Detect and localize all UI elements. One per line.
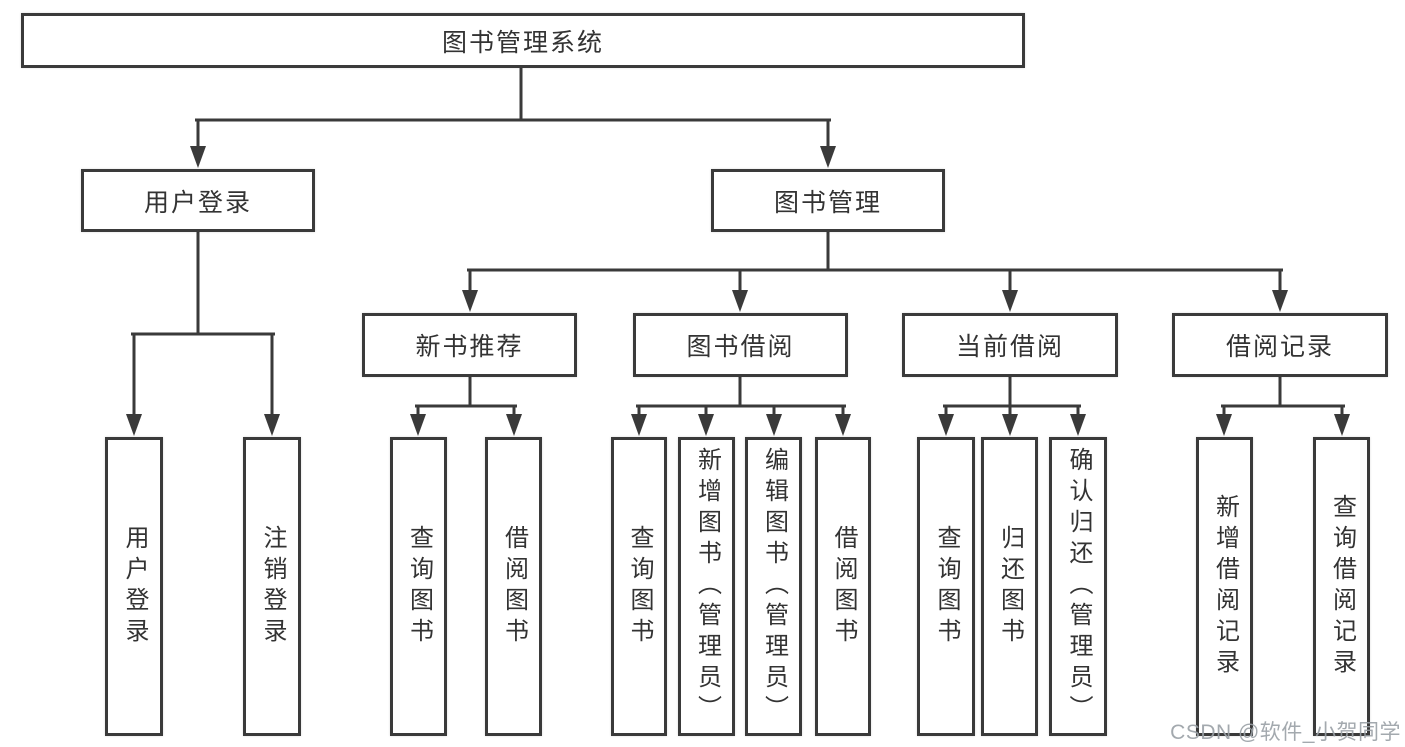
leaf-add-borrow-record-label: 新增借阅记录 (1211, 493, 1239, 680)
leaf-query-books-borrowing: 查询图书 (611, 437, 667, 736)
node-current-borrowing-label: 当前借阅 (955, 333, 1064, 361)
leaf-query-books-current: 查询图书 (917, 437, 975, 736)
leaf-user-login-label: 用户登录 (121, 524, 148, 649)
node-new-book-recommendation-label: 新书推荐 (415, 333, 524, 361)
leaf-query-books-borrowing-label: 查询图书 (626, 524, 653, 649)
leaf-borrow-books-recommend-label: 借阅图书 (500, 524, 528, 649)
leaf-query-borrow-record-label: 查询借阅记录 (1328, 493, 1356, 680)
node-book-borrowing: 图书借阅 (633, 313, 848, 377)
leaf-add-books-admin: 新增图书（管理员） (678, 437, 735, 736)
leaf-confirm-return-admin: 确认归还（管理员） (1049, 437, 1107, 736)
connector-borrow-records-children (1221, 375, 1345, 418)
leaf-borrow-books-recommend: 借阅图书 (485, 437, 542, 736)
connector-new-book-rec-children (415, 375, 517, 418)
node-borrowing-records: 借阅记录 (1172, 313, 1388, 377)
node-book-management-label: 图书管理 (773, 188, 882, 217)
leaf-query-borrow-record: 查询借阅记录 (1313, 437, 1370, 736)
leaf-confirm-return-admin-label: 确认归还（管理员） (1065, 447, 1092, 726)
node-user-login-label: 用户登录 (143, 188, 252, 217)
leaf-query-books-current-label: 查询图书 (933, 524, 960, 649)
leaf-logout-label: 注销登录 (259, 524, 286, 649)
connector-user-login-children (131, 230, 275, 418)
leaf-add-books-admin-label: 新增图书（管理员） (693, 447, 721, 726)
node-borrowing-records-label: 借阅记录 (1225, 333, 1334, 361)
node-user-login: 用户登录 (81, 169, 315, 232)
leaf-return-books-label: 归还图书 (996, 524, 1024, 649)
leaf-edit-books-admin-label: 编辑图书（管理员） (760, 447, 788, 726)
csdn-watermark: CSDN @软件_小贺同学 (1170, 721, 1401, 744)
leaf-edit-books-admin: 编辑图书（管理员） (745, 437, 802, 736)
connector-current-borrow-children (943, 375, 1081, 418)
leaf-add-borrow-record: 新增借阅记录 (1196, 437, 1253, 736)
node-current-borrowing: 当前借阅 (902, 313, 1118, 377)
leaf-borrow-books-borrowing-label: 借阅图书 (830, 524, 857, 649)
leaf-return-books: 归还图书 (981, 437, 1038, 736)
leaf-logout: 注销登录 (243, 437, 301, 736)
arrowheads (126, 146, 1350, 436)
leaf-query-books-recommend: 查询图书 (390, 437, 447, 736)
node-book-management: 图书管理 (711, 169, 945, 232)
connector-book-borrow-children (636, 375, 846, 418)
leaf-user-login: 用户登录 (105, 437, 163, 736)
node-root-label: 图书管理系统 (441, 28, 604, 57)
connector-root-to-level2 (195, 66, 831, 150)
connector-book-mgmt-children (467, 230, 1283, 294)
leaf-borrow-books-borrowing: 借阅图书 (815, 437, 871, 736)
node-book-borrowing-label: 图书借阅 (686, 333, 795, 361)
node-root: 图书管理系统 (21, 13, 1025, 68)
leaf-query-books-recommend-label: 查询图书 (405, 524, 433, 649)
node-new-book-recommendation: 新书推荐 (362, 313, 577, 377)
